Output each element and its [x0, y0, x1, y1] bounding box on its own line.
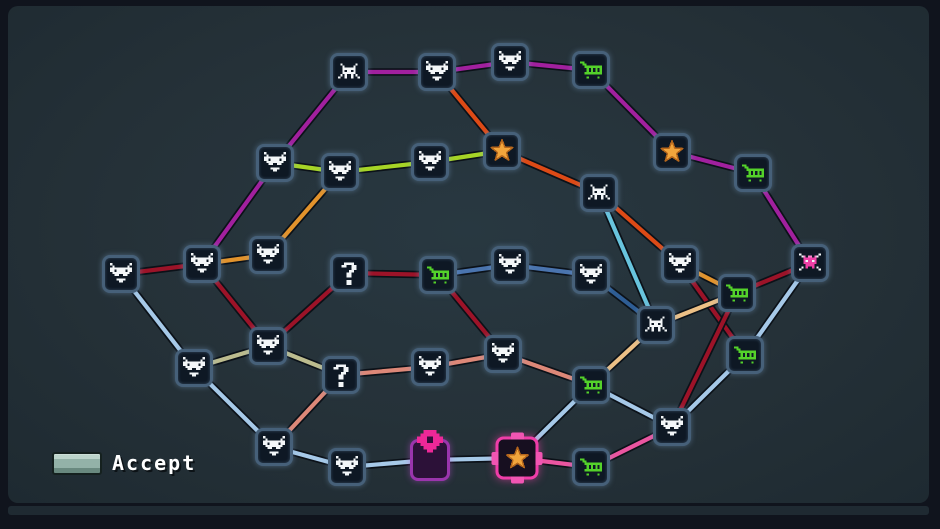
enemy-bat-icon	[424, 59, 450, 85]
shop-cart-icon	[578, 372, 604, 398]
enemy-bat-icon	[659, 414, 685, 440]
enemy-bat-icon	[262, 150, 288, 176]
treasure-star-icon	[489, 138, 515, 164]
accept-key-icon	[52, 451, 102, 475]
enemy-bat-icon	[497, 252, 523, 278]
map-node-treasure-star[interactable]	[483, 132, 521, 170]
map-node-shop-cart[interactable]	[572, 448, 610, 486]
map-node-enemy-bat[interactable]	[418, 53, 456, 91]
map-node-shop-cart[interactable]	[726, 336, 764, 374]
bottom-strip	[8, 506, 929, 515]
enemy-bat-icon	[667, 251, 693, 277]
map-node-enemy-bat[interactable]	[102, 255, 140, 293]
map-node-treasure-star-selected[interactable]	[495, 436, 539, 480]
enemy-bat-icon	[490, 341, 516, 367]
map-node-enemy-bat[interactable]	[411, 348, 449, 386]
current-location-icon	[414, 428, 446, 458]
map-node-enemy-spider[interactable]	[637, 306, 675, 344]
map-node-enemy-bat[interactable]	[175, 349, 213, 387]
enemy-spider-icon	[336, 59, 362, 85]
shop-cart-icon	[578, 454, 604, 480]
map-node-enemy-bat[interactable]	[661, 245, 699, 283]
shop-cart-icon	[425, 262, 451, 288]
enemy-bat-icon	[261, 434, 287, 460]
enemy-spider-icon	[586, 180, 612, 206]
map-node-enemy-bat[interactable]	[653, 408, 691, 446]
map-node-shop-cart[interactable]	[572, 366, 610, 404]
map-node-enemy-bat[interactable]	[249, 236, 287, 274]
mystery-icon	[331, 363, 351, 387]
treasure-star-icon	[659, 139, 685, 165]
accept-button[interactable]: Accept	[52, 451, 196, 475]
accept-button-label: Accept	[112, 451, 197, 475]
map-node-shop-cart[interactable]	[734, 154, 772, 192]
enemy-bat-icon	[189, 251, 215, 277]
map-node-enemy-bat[interactable]	[328, 448, 366, 486]
map-node-enemy-bat[interactable]	[249, 327, 287, 365]
map-node-enemy-bat[interactable]	[491, 43, 529, 81]
boss-icon	[797, 250, 823, 276]
map-node-enemy-bat[interactable]	[255, 428, 293, 466]
shop-cart-icon	[732, 342, 758, 368]
shop-cart-icon	[740, 160, 766, 186]
map-node-enemy-bat[interactable]	[491, 246, 529, 284]
enemy-spider-icon	[643, 312, 669, 338]
map-node-enemy-spider[interactable]	[330, 53, 368, 91]
map-node-treasure-star[interactable]	[653, 133, 691, 171]
map-node-enemy-bat[interactable]	[183, 245, 221, 283]
map-node-mystery[interactable]	[330, 254, 368, 292]
shop-cart-icon	[578, 57, 604, 83]
enemy-bat-icon	[417, 354, 443, 380]
map-node-enemy-bat[interactable]	[321, 153, 359, 191]
enemy-bat-icon	[497, 49, 523, 75]
map-node-enemy-spider[interactable]	[580, 174, 618, 212]
enemy-bat-icon	[417, 149, 443, 175]
enemy-bat-icon	[334, 454, 360, 480]
shop-cart-icon	[724, 280, 750, 306]
enemy-bat-icon	[578, 262, 604, 288]
enemy-bat-icon	[255, 242, 281, 268]
treasure-star-selected-icon	[504, 445, 530, 471]
mystery-icon	[339, 261, 359, 285]
map-node-current-location	[410, 430, 450, 481]
map-node-shop-cart[interactable]	[419, 256, 457, 294]
map-node-shop-cart[interactable]	[572, 51, 610, 89]
map-node-enemy-bat[interactable]	[484, 335, 522, 373]
map-node-enemy-bat[interactable]	[256, 144, 294, 182]
map-node-enemy-bat[interactable]	[411, 143, 449, 181]
map-node-boss[interactable]	[791, 244, 829, 282]
map-node-mystery[interactable]	[322, 356, 360, 394]
map-node-shop-cart[interactable]	[718, 274, 756, 312]
map-node-enemy-bat[interactable]	[572, 256, 610, 294]
enemy-bat-icon	[181, 355, 207, 381]
enemy-bat-icon	[255, 333, 281, 359]
enemy-bat-icon	[327, 159, 353, 185]
enemy-bat-icon	[108, 261, 134, 287]
